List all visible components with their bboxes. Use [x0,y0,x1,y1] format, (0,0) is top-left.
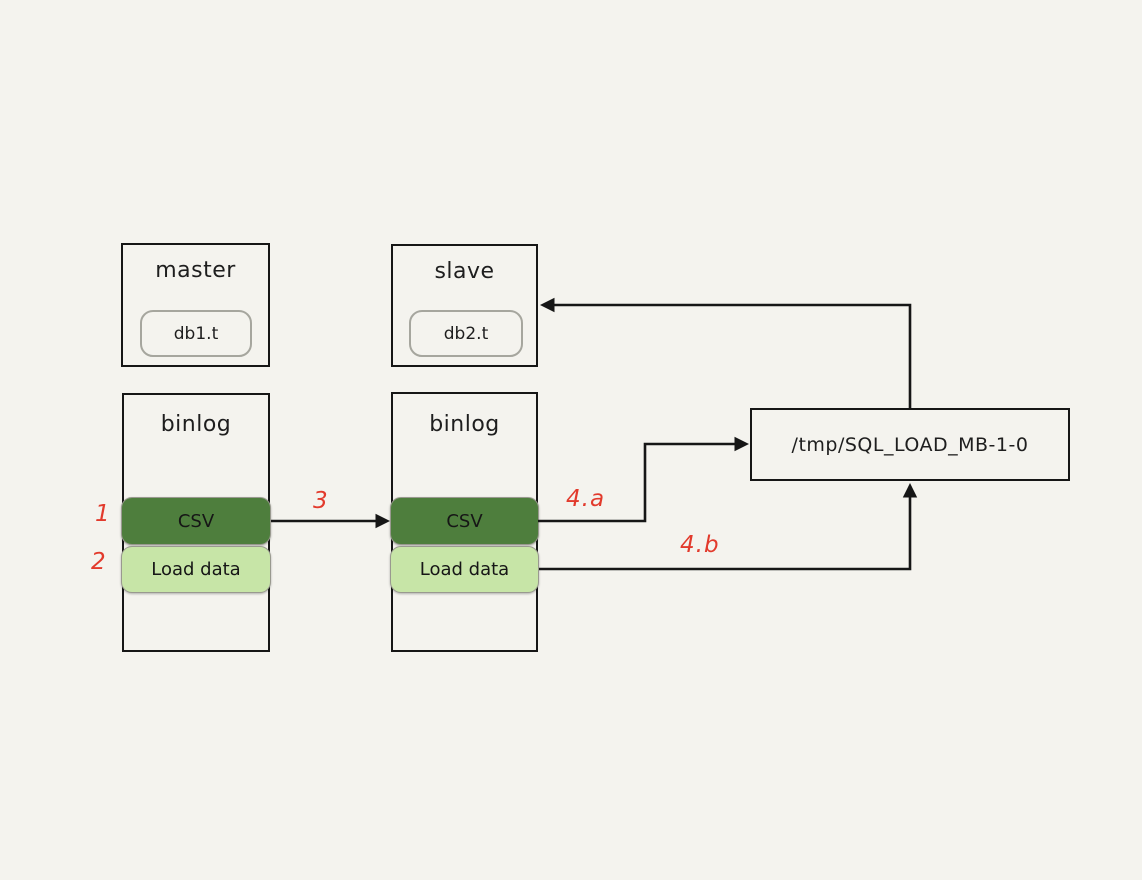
table-chip-db2: db2.t [409,310,523,357]
tmp-file-label: /tmp/SQL_LOAD_MB-1-0 [791,433,1029,456]
load-data-chip-master: Load data [121,546,271,593]
node-master: master db1.t [121,243,270,367]
arrow-tmp-to-slave [553,303,912,408]
csv-chip-master: CSV [121,497,271,545]
load-data-chip-slave: Load data [390,546,539,593]
arrowhead-4b [902,483,918,498]
load-data-chip-master-label: Load data [151,559,241,580]
load-data-chip-slave-label: Load data [419,559,510,580]
csv-chip-slave: CSV [390,497,539,545]
step-label-4a: 4.a [566,486,606,512]
step-label-1: 1 [95,501,111,527]
binlog-master-label: binlog [160,412,232,437]
slave-label: slave [434,259,495,284]
table-chip-db1: db1.t [140,310,252,357]
node-tmp-file: /tmp/SQL_LOAD_MB-1-0 [750,408,1070,481]
csv-chip-master-label: CSV [177,510,215,532]
node-binlog-master: binlog CSV Load data [121,393,271,652]
db1-table-label: db1.t [173,323,219,344]
db2-table-label: db2.t [443,323,489,344]
step-label-4b: 4.b [680,532,720,558]
arrowhead-tmp-to-slave [540,297,555,313]
step-label-3: 3 [313,488,329,514]
master-label: master [155,258,236,283]
node-slave: slave db2.t [391,244,538,367]
binlog-slave-label: binlog [429,412,500,437]
step-label-2: 2 [91,549,107,575]
arrowhead-4a [734,436,749,452]
arrowhead-3 [375,513,390,529]
csv-chip-slave-label: CSV [446,510,483,532]
node-binlog-slave: binlog CSV Load data [390,392,539,652]
